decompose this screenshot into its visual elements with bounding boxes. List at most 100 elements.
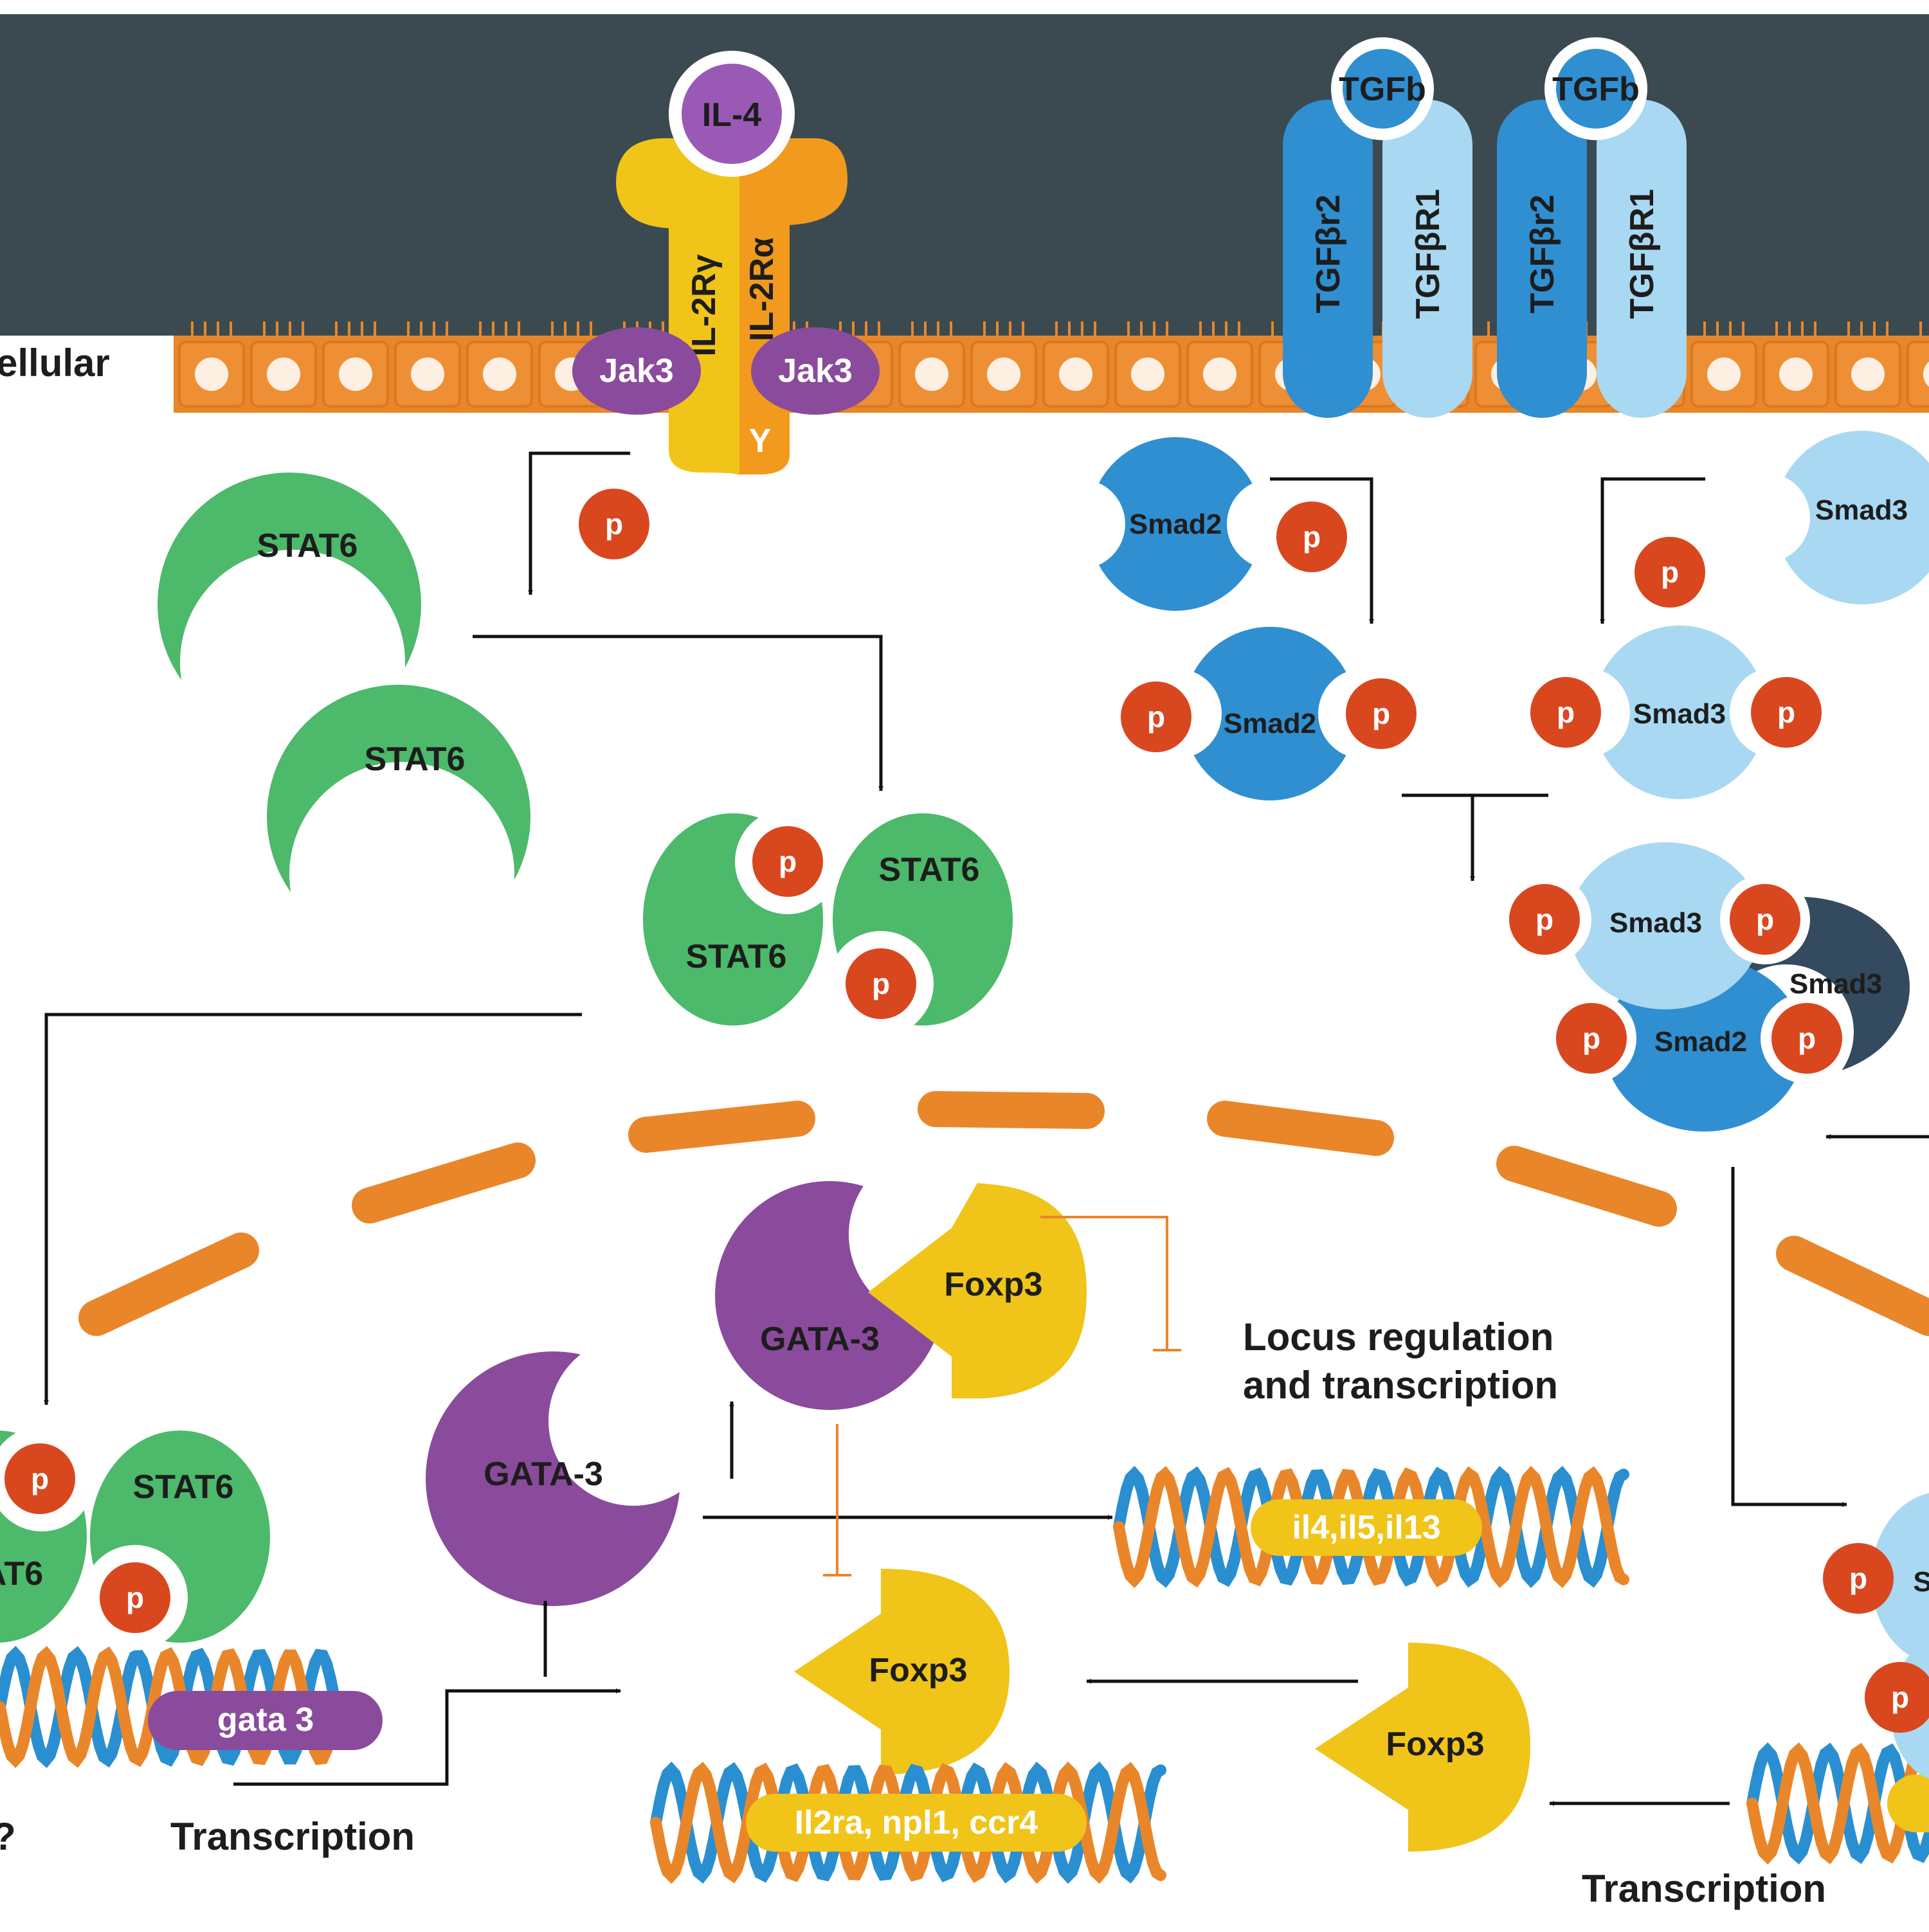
phospho-circle — [1556, 1003, 1627, 1074]
lipid-head — [339, 357, 372, 391]
phospho-circle — [1276, 501, 1347, 572]
tgf-receptor-1: TGFb TGFβr2 TGFβR1 — [1283, 37, 1472, 418]
phospho-circle — [100, 1562, 170, 1633]
smad2-free: Smad2 — [1035, 437, 1317, 611]
phospho-group: p — [1556, 1003, 1627, 1074]
stat6-nuclear-right-label: STAT6 — [133, 1468, 234, 1506]
locus-regulation-line2: and transcription — [1243, 1364, 1558, 1407]
tyrosine-label: Y — [749, 422, 772, 460]
arrow-complex-to-nucleus — [1731, 1167, 1847, 1507]
envelope-dash — [78, 1232, 259, 1336]
arrow-jak-to-stat — [528, 451, 630, 595]
phospho-circle — [579, 489, 649, 559]
complex-gata3-label: GATA-3 — [760, 1321, 880, 1358]
envelope-dash — [1207, 1101, 1394, 1156]
complex-smad3-label: Smad3 — [1609, 907, 1702, 939]
il2rg-label: IL-2Rγ — [685, 254, 723, 356]
transcription-right-label: Transcription — [1582, 1867, 1826, 1910]
gene-gata3-label: gata 3 — [217, 1701, 314, 1738]
arrow-dimer-to-nucleus — [44, 1013, 582, 1405]
foxp3-bound-label: Foxp3 — [869, 1652, 967, 1689]
phospho-group: p — [5, 1443, 75, 1514]
inhibition-lines — [823, 1216, 1181, 1576]
phospho-group: p — [1865, 1662, 1929, 1733]
lipid-head — [1203, 357, 1236, 391]
jak3-right — [751, 327, 880, 415]
arrow-smad3-phos — [1600, 477, 1705, 624]
phospho-label: p — [1582, 1022, 1600, 1055]
gene-gata3-pill — [148, 1691, 383, 1750]
smad3-free: Smad3 — [1720, 431, 1929, 604]
phospho-label: p — [605, 507, 623, 541]
il4-receptor: IL-4 IL-2Rγ IL-2Rα Jak3 Jak3 Y — [572, 51, 880, 476]
foxp3-free-label: Foxp3 — [1386, 1726, 1484, 1763]
dna-th2-cytokines — [1113, 1465, 1629, 1589]
gene-foxp3-pill-partial — [1887, 1774, 1929, 1832]
phospho-circle — [1730, 884, 1800, 955]
arrow-stat-to-dimer — [473, 635, 883, 791]
dna-strand-blue — [650, 1761, 1166, 1884]
stat6-free-1-label: STAT6 — [257, 527, 358, 564]
phospho-label: p — [1891, 1681, 1909, 1714]
dna-strand-orange — [1746, 1742, 1929, 1865]
phospho-circle — [5, 1443, 75, 1514]
stat6-dimer-left-label: STAT6 — [686, 938, 787, 975]
phospho-label: p — [1147, 700, 1165, 734]
gene-th2-label: il4,il5,il13 — [1292, 1509, 1440, 1546]
foxp3-free: Foxp3 — [1315, 1643, 1530, 1852]
phospho-circle — [846, 948, 916, 1019]
gata3-foxp3-complex: Foxp3 GATA-3 — [715, 1148, 1087, 1410]
envelope-dash — [352, 1142, 536, 1223]
lipid-head — [915, 357, 948, 391]
lipid-head — [267, 357, 300, 391]
phospho-group: p — [1635, 537, 1705, 608]
complex-smad2-label: Smad2 — [1654, 1026, 1747, 1058]
jak3-left — [572, 327, 701, 415]
lipid-head — [1779, 357, 1813, 391]
dna-foxp3-locus — [1746, 1742, 1929, 1865]
phospho-circle — [1771, 1003, 1842, 1074]
transcription-left-label: Transcription — [170, 1815, 415, 1858]
il2rg-chain — [616, 138, 739, 476]
phospho-group: p — [1530, 677, 1601, 748]
phospho-label: p — [1372, 697, 1390, 730]
smad2-phos-label: Smad2 — [1224, 708, 1316, 739]
il2ra-label: IL-2Rα — [743, 237, 781, 341]
complex-smad3-dark-label: Smad3 — [1789, 968, 1882, 1000]
phospho-group: p — [100, 1562, 170, 1633]
tgfbr1-chain-2 — [1597, 100, 1687, 418]
gene-treg-pill — [746, 1794, 1087, 1852]
dna-strand-orange — [1113, 1465, 1629, 1589]
tgfbr1-chain-1 — [1382, 100, 1472, 418]
lipid-head — [1851, 357, 1885, 391]
envelope-dash — [1776, 1236, 1929, 1336]
phospho-circle — [1823, 1543, 1894, 1614]
phospho-label: p — [1798, 1022, 1816, 1055]
tgfbr2-chain-2 — [1497, 100, 1587, 418]
gata3-free-label: GATA-3 — [484, 1456, 603, 1493]
il4-label: IL-4 — [702, 96, 762, 134]
phospho-label: p — [1661, 555, 1679, 589]
smad-partial-right: S — [1871, 1493, 1929, 1779]
dna-treg-genes — [650, 1761, 1166, 1884]
question-mark: ? — [0, 1815, 16, 1858]
gene-treg-label: Il2ra, npl1, ccr4 — [795, 1804, 1038, 1841]
il4-ligand — [682, 64, 782, 164]
jak3-right-label: Jak3 — [778, 352, 853, 390]
lipid-head — [1131, 357, 1164, 391]
stat6-monomer-2: STAT6 — [267, 685, 530, 987]
smad3-phos-label: Smad3 — [1633, 698, 1726, 730]
stat6-dimer: STAT6 STAT6 — [643, 809, 1013, 1036]
smad3-free-label: Smad3 — [1815, 494, 1908, 526]
phospho-group: p — [1276, 501, 1347, 572]
membrane-label: ellular — [0, 341, 110, 384]
phospho-label: p — [1777, 696, 1795, 729]
phospho-circle — [1121, 682, 1191, 752]
phospho-group: p — [1121, 682, 1191, 752]
phospho-group: p — [1751, 677, 1822, 748]
phospho-group: p — [579, 489, 649, 559]
envelope-dash — [918, 1091, 1105, 1129]
